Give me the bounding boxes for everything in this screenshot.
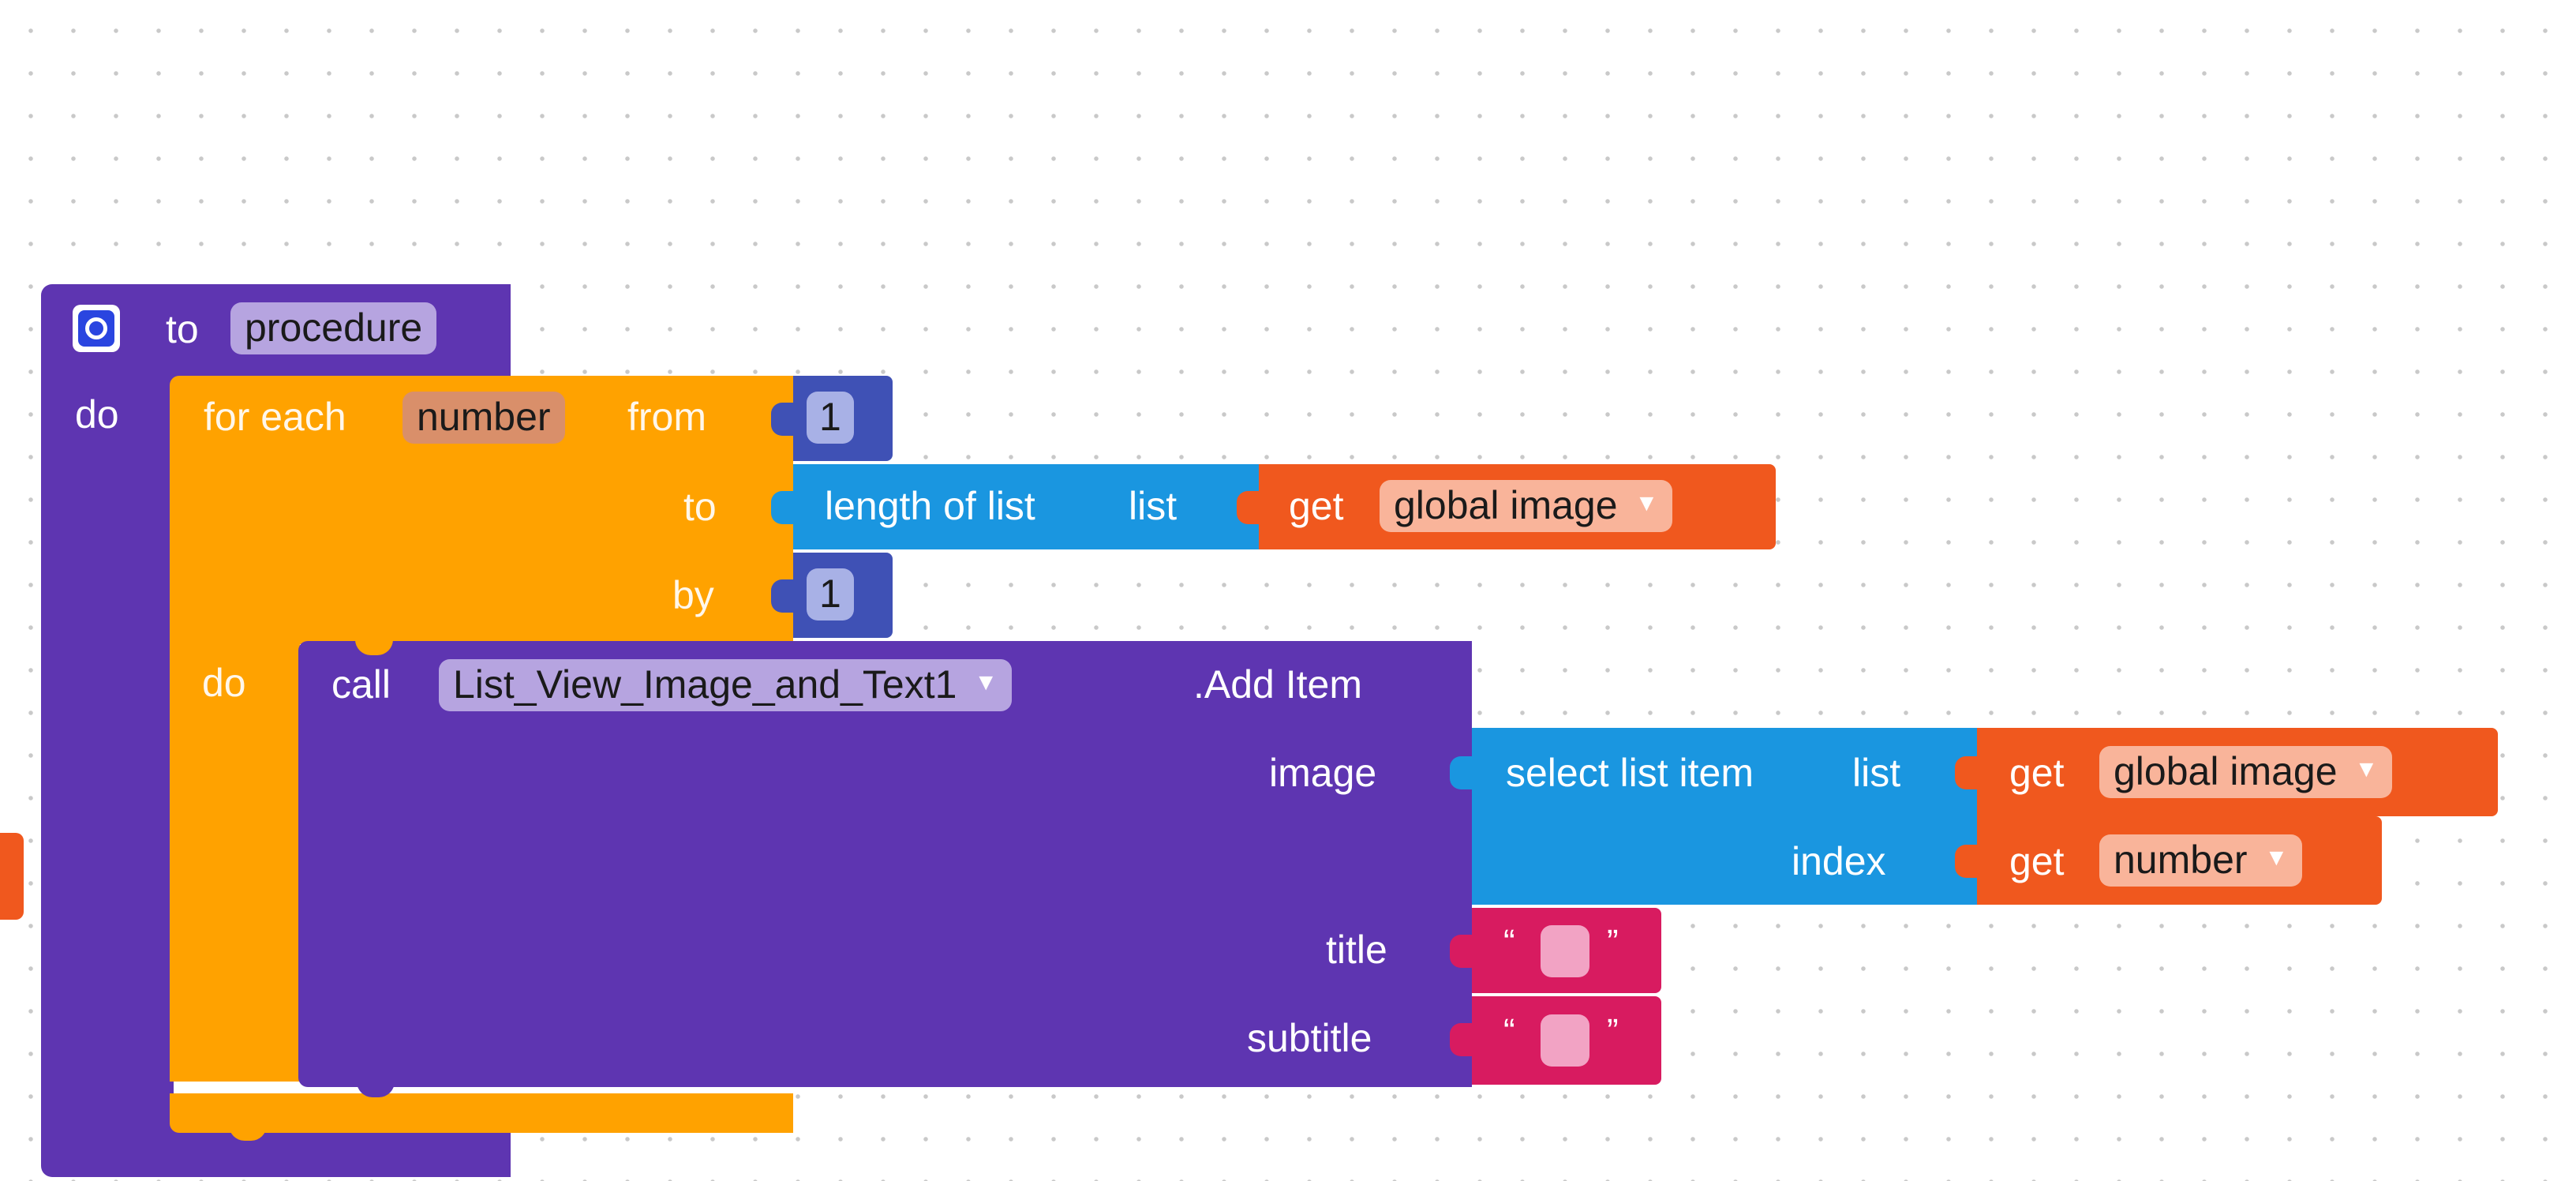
select-list-item-connector xyxy=(1450,756,1472,789)
subtitle-open-quote: “ xyxy=(1503,1012,1515,1051)
procedure-block-bottom xyxy=(41,1125,511,1177)
offscreen-variable-block[interactable] xyxy=(0,833,24,920)
select-list-item-label: select list item xyxy=(1506,751,1754,795)
for-each-variable-field[interactable]: number xyxy=(402,392,565,444)
get-number-label: get xyxy=(2009,839,2065,883)
get-number-connector xyxy=(1955,845,1977,878)
component-dropdown-value: List_View_Image_and_Text1 xyxy=(453,662,957,707)
chevron-down-icon: ▼ xyxy=(1634,489,1659,516)
procedure-do-label: do xyxy=(75,392,119,437)
for-each-from-label: from xyxy=(627,395,706,439)
from-number-field[interactable]: 1 xyxy=(807,392,854,444)
chevron-down-icon: ▼ xyxy=(2354,755,2379,782)
get-number-dropdown[interactable]: number ▼ xyxy=(2099,834,2303,887)
get-global-image-dropdown-2[interactable]: global image ▼ xyxy=(2099,746,2393,798)
for-each-block-left-arm xyxy=(170,639,300,1082)
select-list-item-list-label: list xyxy=(1852,751,1901,795)
for-each-to-label: to xyxy=(683,485,717,529)
for-each-label: for each xyxy=(204,395,346,439)
from-number-connector xyxy=(771,403,793,436)
subtitle-param-label: subtitle xyxy=(1247,1016,1372,1060)
subtitle-text-connector xyxy=(1450,1023,1472,1056)
for-each-block-bottom xyxy=(170,1093,793,1133)
for-each-do-label: do xyxy=(202,661,246,705)
by-number-field[interactable]: 1 xyxy=(807,568,854,620)
by-number-connector xyxy=(771,579,793,613)
length-of-list-connector xyxy=(771,491,793,524)
title-param-label: title xyxy=(1326,928,1387,972)
length-of-list-label: length of list xyxy=(825,484,1035,528)
get-global-image-dropdown[interactable]: global image ▼ xyxy=(1380,480,1673,532)
length-of-list-block[interactable] xyxy=(793,464,1263,549)
subtitle-text-field[interactable] xyxy=(1541,1014,1589,1067)
length-of-list-list-label: list xyxy=(1129,484,1178,528)
title-text-field[interactable] xyxy=(1541,925,1589,977)
select-list-item-block[interactable] xyxy=(1472,728,1981,905)
title-open-quote: “ xyxy=(1503,923,1515,962)
select-list-item-index-label: index xyxy=(1792,839,1886,883)
chevron-down-icon: ▼ xyxy=(2264,844,2289,871)
add-item-method-label: .Add Item xyxy=(1193,662,1362,707)
get-global-image-connector-2 xyxy=(1955,756,1977,789)
call-add-item-block[interactable] xyxy=(298,641,1472,1087)
subtitle-close-quote: ” xyxy=(1607,1012,1619,1051)
title-close-quote: ” xyxy=(1607,923,1619,962)
component-dropdown[interactable]: List_View_Image_and_Text1 ▼ xyxy=(439,659,1013,711)
procedure-to-label: to xyxy=(166,307,199,351)
get-number-dropdown-value: number xyxy=(2114,838,2248,882)
get-global-image-label: get xyxy=(1289,484,1344,528)
gear-icon[interactable] xyxy=(73,305,120,352)
call-add-item-connector-bottom xyxy=(357,1082,395,1097)
call-add-item-connector-top xyxy=(355,638,393,655)
get-global-image-label-2: get xyxy=(2009,751,2065,795)
procedure-block-left-arm xyxy=(41,371,174,1125)
get-global-image-connector xyxy=(1237,491,1259,524)
call-label: call xyxy=(331,662,391,707)
procedure-name-field[interactable]: procedure xyxy=(230,302,437,354)
image-param-label: image xyxy=(1269,751,1377,795)
get-global-image-dropdown-value-2: global image xyxy=(2114,749,2338,793)
title-text-connector xyxy=(1450,935,1472,968)
for-each-by-label: by xyxy=(672,573,714,617)
get-global-image-dropdown-value: global image xyxy=(1394,483,1618,527)
chevron-down-icon: ▼ xyxy=(974,669,998,695)
for-each-block-connector xyxy=(229,1125,267,1141)
